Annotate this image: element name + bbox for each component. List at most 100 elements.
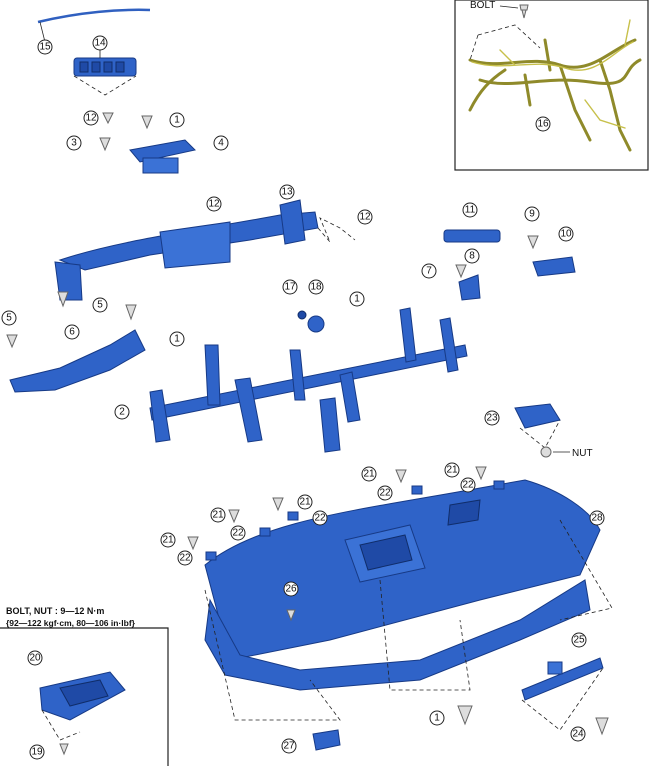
callout-4: 4 <box>213 135 229 151</box>
callout-25: 25 <box>571 632 587 648</box>
svg-text:13: 13 <box>281 187 293 198</box>
svg-text:21: 21 <box>212 510 224 521</box>
svg-text:5: 5 <box>97 300 103 311</box>
callout-10: 10 <box>558 226 574 242</box>
callout-14: 14 <box>92 35 108 51</box>
svg-text:20: 20 <box>29 653 41 664</box>
svg-text:27: 27 <box>283 741 295 752</box>
clip-1a-icon <box>141 115 153 130</box>
clip-7-icon <box>455 264 467 279</box>
callout-7: 7 <box>421 263 437 279</box>
part-20-vent <box>39 671 126 721</box>
callout-26: 26 <box>283 581 299 597</box>
clip-19-icon <box>59 743 69 756</box>
callout-5-left: 5 <box>1 310 17 326</box>
callout-27: 27 <box>281 738 297 754</box>
svg-text:23: 23 <box>486 413 498 424</box>
svg-text:14: 14 <box>94 38 106 49</box>
part-28-dashboard-panel <box>204 479 601 691</box>
svg-text:11: 11 <box>465 205 476 216</box>
callout-5-right: 5 <box>92 297 108 313</box>
callout-21b: 21 <box>444 462 460 478</box>
svg-text:1: 1 <box>434 713 440 724</box>
svg-text:3: 3 <box>71 138 77 149</box>
callout-22a: 22 <box>377 485 393 501</box>
clip-5b-icon <box>125 304 137 321</box>
clip-1-bottom-icon <box>457 705 473 726</box>
callout-21e: 21 <box>160 532 176 548</box>
svg-text:1: 1 <box>174 115 180 126</box>
part-27-part <box>312 729 341 751</box>
callout-28: 28 <box>589 510 605 526</box>
inset-box-vent <box>0 627 169 766</box>
svg-text:17: 17 <box>284 282 296 293</box>
callout-23: 23 <box>484 410 500 426</box>
bolt-icon <box>519 4 529 19</box>
svg-text:21: 21 <box>299 497 311 508</box>
nut-label: NUT <box>572 448 593 459</box>
callout-6: 6 <box>64 324 80 340</box>
svg-text:12: 12 <box>359 212 371 223</box>
torque-spec-line2: {92—122 kgf·cm, 80—106 in·lbf} <box>6 618 136 628</box>
callout-1-left: 1 <box>169 331 185 347</box>
bolt-label: BOLT <box>470 0 495 11</box>
callout-1-top: 1 <box>169 112 185 128</box>
callout-9: 9 <box>524 206 540 222</box>
svg-text:1: 1 <box>174 334 180 345</box>
callout-21a: 21 <box>361 466 377 482</box>
svg-text:19: 19 <box>31 747 43 758</box>
part-22a-clip <box>411 485 423 495</box>
part-10-duct <box>532 256 576 277</box>
clip-12b-icon <box>57 291 69 308</box>
callout-16: 16 <box>535 116 551 132</box>
svg-text:12: 12 <box>208 199 220 210</box>
part-23-bracket <box>514 403 561 429</box>
nut-icon <box>540 446 552 458</box>
svg-text:10: 10 <box>560 229 572 240</box>
part-2-steering-member <box>149 307 468 453</box>
callout-11: 11 <box>462 202 478 218</box>
svg-text:15: 15 <box>39 42 51 53</box>
part-13-main-duct <box>54 199 319 301</box>
callout-13: 13 <box>279 184 295 200</box>
callout-20: 20 <box>27 650 43 666</box>
svg-text:22: 22 <box>462 480 474 491</box>
svg-text:5: 5 <box>6 313 12 324</box>
svg-text:22: 22 <box>314 513 326 524</box>
svg-text:2: 2 <box>119 407 125 418</box>
svg-text:6: 6 <box>69 327 75 338</box>
callout-22e: 22 <box>177 550 193 566</box>
svg-text:12: 12 <box>85 113 97 124</box>
part-22d-clip <box>259 527 271 537</box>
clip-26-icon <box>286 609 296 622</box>
callout-15: 15 <box>37 39 53 55</box>
svg-text:4: 4 <box>218 138 224 149</box>
callout-1-bottom: 1 <box>429 710 445 726</box>
clip-21e-icon <box>187 536 199 551</box>
part-8-bracket <box>458 274 481 301</box>
svg-text:28: 28 <box>591 513 603 524</box>
part-17-bulb <box>297 310 307 320</box>
part-14-vent <box>73 57 137 77</box>
clip-12a-icon <box>102 112 114 125</box>
callout-12-top: 12 <box>83 110 99 126</box>
clip-9-icon <box>527 235 539 250</box>
svg-text:16: 16 <box>537 119 549 130</box>
part-11-bar <box>443 229 501 243</box>
part-22c-clip <box>287 511 299 521</box>
svg-text:22: 22 <box>179 553 191 564</box>
svg-text:26: 26 <box>285 584 297 595</box>
callout-22c: 22 <box>312 510 328 526</box>
part-25-bracket <box>521 657 604 701</box>
callout-2: 2 <box>114 404 130 420</box>
callout-22b: 22 <box>460 477 476 493</box>
svg-text:22: 22 <box>379 488 391 499</box>
clip-21d-icon <box>228 509 240 524</box>
part-6-side-duct <box>9 329 146 393</box>
clip-21a-icon <box>395 469 407 484</box>
callout-3: 3 <box>66 135 82 151</box>
part-15-strip <box>37 8 151 24</box>
svg-text:24: 24 <box>572 729 584 740</box>
svg-text:18: 18 <box>310 282 322 293</box>
